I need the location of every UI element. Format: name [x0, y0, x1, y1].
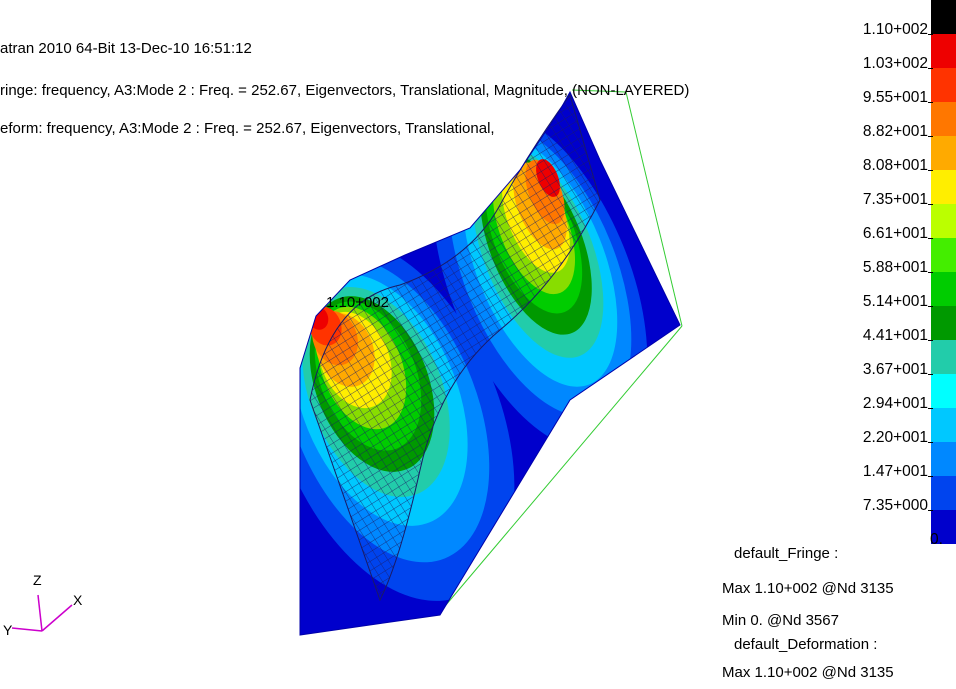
legend-color-11 [931, 374, 956, 408]
legend-tick-10 [928, 374, 933, 375]
legend-label-14: 7.35+000 [862, 497, 928, 514]
legend-color-12 [931, 408, 956, 442]
deform-result-line: eform: frequency, A3:Mode 2 : Freq. = 25… [0, 120, 495, 137]
legend-label-1: 1.03+002 [862, 55, 928, 72]
legend-label-0: 1.10+002 [862, 21, 928, 38]
legend-label-5: 7.35+001 [862, 191, 928, 208]
deformation-summary-title: default_Deformation : [734, 636, 878, 653]
legend-tick-8 [928, 306, 933, 307]
legend-color-4 [931, 136, 956, 170]
legend-color-14 [931, 476, 956, 510]
y-axis-label: Y [3, 622, 13, 638]
z-axis-label: Z [33, 572, 42, 588]
legend-color-10 [931, 340, 956, 374]
legend-tick-6 [928, 238, 933, 239]
fringe-summary-title: default_Fringe : [734, 545, 839, 562]
legend-color-13 [931, 442, 956, 476]
legend-tick-9 [928, 340, 933, 341]
legend-color-2 [931, 68, 956, 102]
legend-color-6 [931, 204, 956, 238]
legend-color-5 [931, 170, 956, 204]
legend-label-9: 4.41+001 [862, 327, 928, 344]
legend-color-15 [931, 510, 956, 544]
legend-color-8 [931, 272, 956, 306]
legend-label-3: 8.82+001 [862, 123, 928, 140]
deformation-mesh [309, 93, 601, 602]
fringe-min: Min 0. @Nd 3567 [722, 612, 839, 629]
legend-color-3 [931, 102, 956, 136]
legend-label-4: 8.08+001 [862, 157, 928, 174]
fringe-max: Max 1.10+002 @Nd 3135 [722, 580, 894, 597]
max-value-marker: 1.10+002 [326, 294, 389, 311]
legend-label-10: 3.67+001 [862, 361, 928, 378]
legend-color-0 [931, 0, 956, 34]
legend-label-11: 2.94+001 [862, 395, 928, 412]
legend-color-7 [931, 238, 956, 272]
legend-label-15: 0. [930, 531, 943, 548]
legend-label-2: 9.55+001 [862, 89, 928, 106]
legend-tick-0 [928, 34, 933, 35]
plate-outline [299, 90, 681, 636]
legend-tick-3 [928, 136, 933, 137]
legend-tick-5 [928, 204, 933, 205]
legend-tick-4 [928, 170, 933, 171]
deformation-max: Max 1.10+002 @Nd 3135 [722, 664, 894, 681]
legend-tick-12 [928, 442, 933, 443]
legend-label-7: 5.88+001 [862, 259, 928, 276]
coordinate-triad [11, 594, 73, 632]
legend-color-9 [931, 306, 956, 340]
legend-label-13: 1.47+001 [862, 463, 928, 480]
legend-label-6: 6.61+001 [862, 225, 928, 242]
legend-tick-14 [928, 510, 933, 511]
legend-label-12: 2.20+001 [862, 429, 928, 446]
legend-tick-13 [928, 476, 933, 477]
fringe-result-line: ringe: frequency, A3:Mode 2 : Freq. = 25… [0, 82, 690, 99]
x-axis-label: X [73, 592, 83, 608]
legend-tick-1 [928, 68, 933, 69]
legend-label-8: 5.14+001 [862, 293, 928, 310]
legend-tick-11 [928, 408, 933, 409]
title-line: atran 2010 64-Bit 13-Dec-10 16:51:12 [0, 40, 252, 57]
legend-tick-7 [928, 272, 933, 273]
legend-tick-2 [928, 102, 933, 103]
legend-color-1 [931, 34, 956, 68]
